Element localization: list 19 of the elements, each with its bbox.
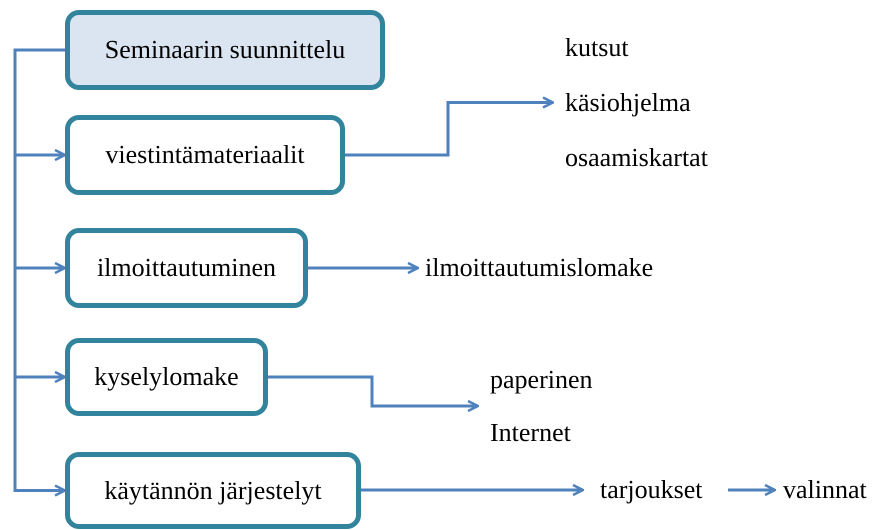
process-box: ilmoittautuminen: [65, 228, 308, 308]
process-box: viestintämateriaalit: [65, 115, 345, 195]
item-label: käsiohjelma: [565, 87, 692, 119]
item-label: valinnat: [783, 474, 867, 506]
arrow: [361, 484, 584, 496]
process-box: kyselylomake: [65, 338, 268, 416]
arrow: [268, 376, 480, 412]
arrow: [14, 48, 66, 497]
item-label: ilmoittautumislomake: [425, 252, 654, 284]
arrow: [308, 262, 420, 274]
process-box: käytännön järjestelyt: [65, 452, 361, 529]
item-label: osaamiskartat: [565, 142, 708, 174]
item-label: tarjoukset: [600, 474, 703, 506]
item-label: kutsut: [565, 32, 630, 64]
item-label: Internet: [490, 417, 572, 449]
arrow: [345, 96, 554, 156]
arrow: [728, 484, 776, 496]
process-box: Seminaarin suunnittelu: [65, 10, 385, 90]
item-label: paperinen: [490, 364, 593, 396]
